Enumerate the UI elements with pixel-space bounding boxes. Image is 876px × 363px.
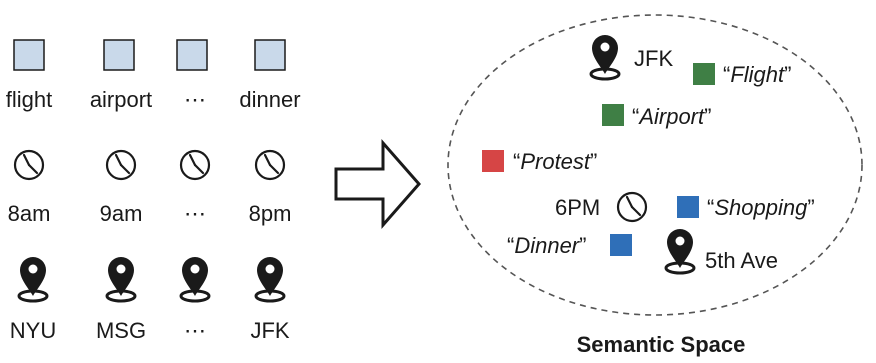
keyword-dinner: “Dinner”: [507, 233, 586, 258]
time-label: 8am: [8, 201, 51, 226]
keyword-airport: “Airport”: [632, 104, 711, 129]
location-pin-icon: [664, 227, 696, 275]
clock-icon: [13, 149, 45, 181]
keyword-square-protest: [482, 150, 504, 172]
location-pin-icon: [179, 255, 211, 303]
keyword-square-flight: [693, 63, 715, 85]
location-pin-icon: [105, 255, 137, 303]
term-column-3: ⋯: [176, 39, 208, 112]
time-label-6pm: 6PM: [555, 195, 600, 220]
ellipsis-label: ⋯: [184, 318, 206, 343]
keyword-square-shopping: [677, 196, 699, 218]
clock-icon: [616, 191, 648, 223]
ellipsis-label: ⋯: [184, 201, 206, 226]
clock-icon: [254, 149, 286, 181]
term-label: dinner: [239, 87, 300, 112]
time-row: 8am 9am ⋯ 8pm: [8, 149, 292, 226]
term-label: airport: [90, 87, 152, 112]
semantic-space-boundary: [447, 14, 863, 316]
square-icon: [13, 39, 45, 71]
term-column-1: flight: [6, 39, 52, 112]
clock-icon: [179, 149, 211, 181]
keyword-square-airport: [602, 104, 624, 126]
semantic-space-caption: Semantic Space: [577, 332, 746, 357]
square-icon: [176, 39, 208, 71]
time-label: 9am: [100, 201, 143, 226]
place-row: NYU MSG ⋯ JFK: [10, 255, 290, 343]
term-column-2: airport: [90, 39, 152, 112]
term-row: flight airport ⋯ dinner: [6, 39, 301, 112]
square-icon: [254, 39, 286, 71]
ellipsis-label: ⋯: [184, 87, 206, 112]
keyword-square-dinner: [610, 234, 632, 256]
place-label: MSG: [96, 318, 146, 343]
square-icon: [103, 39, 135, 71]
keyword-protest: “Protest”: [513, 149, 597, 174]
location-pin-icon: [589, 33, 621, 81]
keyword-shopping: “Shopping”: [707, 195, 815, 220]
location-pin-icon: [17, 255, 49, 303]
right-arrow-icon: [334, 139, 421, 229]
term-column-4: dinner: [239, 39, 301, 112]
clock-icon: [105, 149, 137, 181]
term-label: flight: [6, 87, 52, 112]
location-label-jfk: JFK: [634, 46, 673, 71]
place-label: JFK: [250, 318, 289, 343]
location-label-5th-ave: 5th Ave: [705, 248, 778, 273]
location-pin-icon: [254, 255, 286, 303]
keyword-flight: “Flight”: [723, 62, 791, 87]
time-label: 8pm: [249, 201, 292, 226]
place-label: NYU: [10, 318, 56, 343]
